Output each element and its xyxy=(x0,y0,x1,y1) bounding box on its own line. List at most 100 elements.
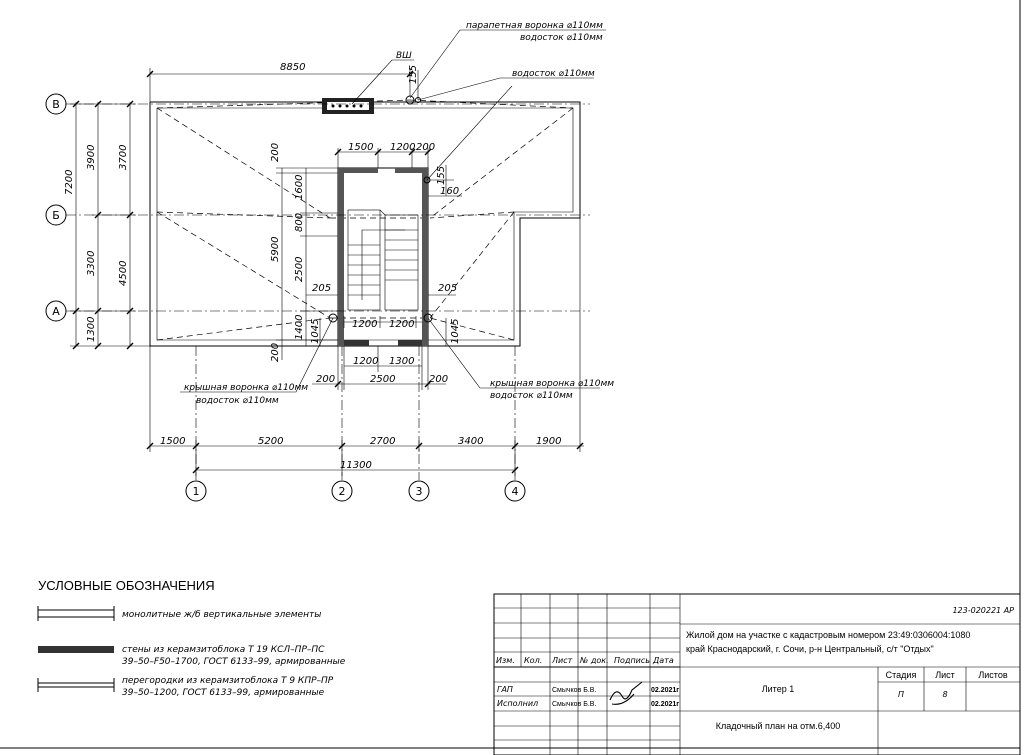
svg-text:1045: 1045 xyxy=(310,319,321,344)
axis-bubble-row-1: В xyxy=(45,93,67,115)
svg-text:1200: 1200 xyxy=(390,142,415,153)
svg-text:1200: 1200 xyxy=(352,319,377,330)
svg-text:перегородки из керамзитоблока: перегородки из керамзитоблока Т 9 КПР–ПР xyxy=(122,676,334,686)
svg-text:крышная воронка ⌀110мм: крышная воронка ⌀110мм xyxy=(490,379,614,389)
drain-markers xyxy=(328,95,433,323)
svg-text:800: 800 xyxy=(294,213,305,232)
svg-text:Исполнил: Исполнил xyxy=(497,699,538,708)
axis-bubble-col-4: 4 xyxy=(504,480,526,502)
svg-text:ВШ: ВШ xyxy=(396,51,412,61)
svg-text:123-020221 АР: 123-020221 АР xyxy=(952,606,1014,615)
svg-text:Смычков Б.В.: Смычков Б.В. xyxy=(552,687,596,694)
signature xyxy=(609,681,643,705)
svg-text:2500: 2500 xyxy=(294,257,305,282)
stair-core xyxy=(337,167,429,347)
svg-text:160: 160 xyxy=(440,186,459,197)
svg-text:1045: 1045 xyxy=(450,319,461,344)
dimension-lines xyxy=(70,68,584,476)
legend: УСЛОВНЫЕ ОБОЗНАЧЕНИЯ монолитные ж/б верт… xyxy=(37,578,346,698)
svg-text:2700: 2700 xyxy=(370,436,395,447)
svg-text:Лист: Лист xyxy=(551,656,573,665)
svg-text:Жилой дом на участке с кадастр: Жилой дом на участке с кадастровым номер… xyxy=(686,630,970,640)
svg-text:11300: 11300 xyxy=(340,460,372,471)
axis-bubble-col-2: 2 xyxy=(331,480,353,502)
svg-text:3700: 3700 xyxy=(118,145,129,170)
vent-shaft xyxy=(322,98,374,114)
svg-text:А: А xyxy=(52,305,60,318)
svg-text:8850: 8850 xyxy=(280,62,305,73)
svg-text:39–50–F50–1700, ГОСТ 6133–99,: 39–50–F50–1700, ГОСТ 6133–99, армированн… xyxy=(122,657,346,667)
svg-text:205: 205 xyxy=(312,283,331,294)
svg-text:200: 200 xyxy=(316,374,335,385)
legend-item-partitions: перегородки из керамзитоблока Т 9 КПР–ПР… xyxy=(37,676,334,698)
axis-bubble-col-1: 1 xyxy=(185,480,207,502)
svg-text:155: 155 xyxy=(436,166,447,185)
axis-bubble-row-2: Б xyxy=(45,204,67,226)
svg-text:200: 200 xyxy=(416,142,435,153)
svg-text:парапетная воронка ⌀110мм: парапетная воронка ⌀110мм xyxy=(466,21,603,31)
svg-text:1200: 1200 xyxy=(353,356,378,367)
svg-text:крышная воронка ⌀110мм: крышная воронка ⌀110мм xyxy=(184,383,308,393)
svg-text:ГАП: ГАП xyxy=(497,685,513,694)
svg-text:Изм.: Изм. xyxy=(496,656,515,665)
legend-item-monolithic: монолитные ж/б вертикальные элементы xyxy=(37,606,321,621)
svg-text:Смычков Б.В.: Смычков Б.В. xyxy=(552,701,596,708)
dimension-labels: 8850 7200 3900 3300 1300 3700 4500 5900 … xyxy=(64,62,561,471)
svg-text:1300: 1300 xyxy=(389,356,414,367)
axis-bubble-row-3: А xyxy=(45,300,67,322)
svg-text:155: 155 xyxy=(408,65,419,84)
svg-text:200: 200 xyxy=(270,343,281,362)
title-block: Изм. Кол. Лист № док. Подпись Дата ГАП С… xyxy=(0,593,1021,755)
svg-text:1900: 1900 xyxy=(536,436,561,447)
svg-text:1300: 1300 xyxy=(86,317,97,342)
svg-text:8: 8 xyxy=(942,690,947,699)
svg-text:Лист: Лист xyxy=(935,670,955,680)
svg-text:4500: 4500 xyxy=(118,261,129,286)
building-outline xyxy=(149,99,581,347)
svg-text:39–50–1200, ГОСТ 6133–99, ар: 39–50–1200, ГОСТ 6133–99, армированные xyxy=(122,688,325,698)
note-leaders xyxy=(180,29,606,393)
svg-text:5900: 5900 xyxy=(270,237,281,262)
svg-text:Подпись: Подпись xyxy=(614,656,650,665)
svg-text:3900: 3900 xyxy=(86,145,97,170)
svg-text:1400: 1400 xyxy=(294,315,305,340)
svg-text:3400: 3400 xyxy=(458,436,483,447)
svg-text:УСЛОВНЫЕ ОБОЗНАЧЕНИЯ: УСЛОВНЫЕ ОБОЗНАЧЕНИЯ xyxy=(38,578,215,593)
svg-text:Кладочный план на отм.6,400: Кладочный план на отм.6,400 xyxy=(716,721,840,731)
svg-text:1600: 1600 xyxy=(294,175,305,200)
svg-text:02.2021г: 02.2021г xyxy=(651,701,679,708)
svg-text:Литер 1: Литер 1 xyxy=(762,684,794,694)
svg-text:Кол.: Кол. xyxy=(524,656,542,665)
svg-text:водосток ⌀110мм: водосток ⌀110мм xyxy=(520,33,603,43)
svg-text:стены из керамзитоблока Т 19 К: стены из керамзитоблока Т 19 КСЛ–ПР–ПС xyxy=(122,645,325,655)
svg-text:205: 205 xyxy=(438,283,457,294)
legend-item-walls: стены из керамзитоблока Т 19 КСЛ–ПР–ПС 3… xyxy=(38,645,346,667)
svg-text:5200: 5200 xyxy=(258,436,283,447)
svg-text:2: 2 xyxy=(339,485,346,498)
svg-text:Листов: Листов xyxy=(978,670,1007,680)
svg-text:2500: 2500 xyxy=(370,374,395,385)
svg-text:1500: 1500 xyxy=(348,142,373,153)
drain-notes: ВШ парапетная воронка ⌀110мм водосток ⌀1… xyxy=(184,21,614,406)
svg-text:край Краснодарский, г. Сочи, р: край Краснодарский, г. Сочи, р-н Централ… xyxy=(686,644,934,654)
svg-text:В: В xyxy=(52,98,60,111)
svg-text:200: 200 xyxy=(429,374,448,385)
svg-text:200: 200 xyxy=(270,143,281,162)
svg-text:02.2021г: 02.2021г xyxy=(651,687,679,694)
svg-text:водосток ⌀110мм: водосток ⌀110мм xyxy=(512,69,595,79)
svg-text:7200: 7200 xyxy=(64,170,75,195)
svg-text:1200: 1200 xyxy=(389,319,414,330)
svg-text:Стадия: Стадия xyxy=(886,670,917,680)
axis-bubbles: В Б А 1 2 3 4 xyxy=(45,93,526,502)
svg-text:4: 4 xyxy=(512,485,519,498)
svg-text:1: 1 xyxy=(193,485,200,498)
svg-text:Б: Б xyxy=(52,209,60,222)
svg-text:1500: 1500 xyxy=(160,436,185,447)
svg-text:водосток ⌀110мм: водосток ⌀110мм xyxy=(196,396,279,406)
svg-text:П: П xyxy=(898,690,904,699)
axis-bubble-col-3: 3 xyxy=(408,480,430,502)
svg-text:водосток ⌀110мм: водосток ⌀110мм xyxy=(490,391,573,401)
svg-text:монолитные ж/б вертикальные эл: монолитные ж/б вертикальные элементы xyxy=(122,610,321,620)
svg-text:Дата: Дата xyxy=(652,656,674,665)
svg-text:3: 3 xyxy=(416,485,423,498)
